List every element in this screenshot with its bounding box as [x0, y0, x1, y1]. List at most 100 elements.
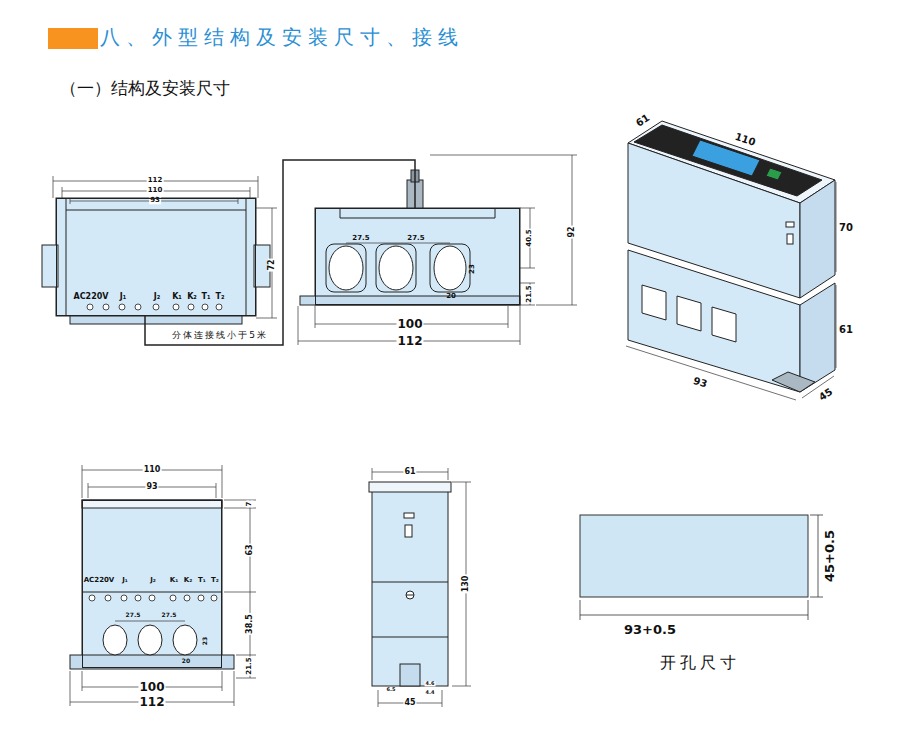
terminal-screw: [135, 304, 141, 310]
dimension-text: 6.5: [386, 687, 397, 692]
transformer-unit: [376, 244, 416, 292]
isometric-view: [786, 222, 794, 227]
section-heading: 八、外型结构及安装尺寸、接线: [100, 25, 464, 49]
dimension-line: [378, 690, 379, 707]
dimension-line: [836, 285, 837, 368]
terminal-screw: [89, 595, 217, 601]
terminal-label: T₁: [201, 293, 212, 301]
dimension-line: [520, 283, 535, 284]
main-unit-box: AC220VJ₁J₂K₁K₂T₁T₂: [56, 198, 256, 316]
unit-front-view: [70, 655, 234, 669]
dimension-line: [810, 515, 823, 516]
dimension-text: 27.5: [351, 235, 370, 242]
dimension-text: 27.5: [125, 612, 142, 618]
dimension-text: 45+0.5: [823, 529, 837, 583]
dimension-text: 93: [145, 483, 158, 491]
dimension-text: 93+0.5: [623, 623, 677, 637]
isometric-view: [772, 372, 815, 392]
unit-front-view: [82, 592, 222, 593]
dimension-text: 63: [246, 543, 254, 556]
dimension-line: [256, 318, 277, 319]
dimension-line: [580, 615, 808, 616]
dimension-line: [430, 155, 577, 156]
transformer-unit: [329, 246, 363, 290]
dimension-line: [224, 592, 256, 593]
transformer-unit: [300, 296, 520, 305]
transformer-unit: [315, 208, 520, 305]
dimension-line: [452, 482, 471, 483]
terminal-screw: [105, 595, 111, 601]
side-view: [406, 591, 414, 599]
isometric-view: [628, 250, 800, 392]
transformer-unit: [379, 246, 413, 290]
terminal-screw: [170, 595, 176, 601]
terminal-screw: [135, 595, 141, 601]
dimension-line: [626, 346, 796, 400]
main-unit-front: [42, 198, 270, 324]
dimension-line: [315, 306, 316, 328]
dimension-text: 45: [403, 699, 416, 707]
terminal-screw: [188, 304, 194, 310]
terminal-screw: [198, 595, 204, 601]
dimension-line: [115, 621, 150, 622]
dimension-line: [256, 208, 277, 209]
side-view: [369, 482, 451, 686]
isometric-view: [800, 180, 835, 298]
dimension-text: 38.5: [246, 613, 254, 635]
dimension-line: [346, 243, 396, 244]
dimension-text: 61: [633, 112, 652, 129]
dimension-text: 20: [445, 293, 457, 300]
subsection-heading: （一）结构及安装尺寸: [60, 78, 230, 98]
dimension-text: 100: [396, 318, 423, 331]
main-unit-front: [70, 316, 242, 324]
dimension-text: 27.5: [406, 235, 425, 242]
dimension-text: 23: [202, 636, 208, 646]
isometric-view: [787, 234, 793, 244]
dimension-line: [258, 176, 259, 198]
terminal-label: J₂: [153, 293, 161, 301]
dimension-line: [222, 671, 223, 691]
terminal-label: J₂: [149, 577, 157, 584]
dimension-text: 112: [138, 696, 165, 709]
dimension-line: [626, 182, 836, 400]
dimension-line: [222, 465, 223, 498]
terminal-screw: [87, 304, 93, 310]
dimension-line: [82, 465, 83, 498]
main-unit-front: [66, 198, 67, 316]
terminal-screw: [89, 595, 95, 601]
terminal-label: K₁: [171, 293, 183, 301]
terminal-label: T₂: [215, 293, 226, 301]
side-view: [406, 595, 414, 596]
dimension-text: 4.4: [425, 690, 436, 695]
panel-cutout: [580, 515, 808, 597]
isometric-view: [712, 307, 736, 342]
dimension-line: [298, 306, 299, 345]
dimension-text: 112: [396, 335, 423, 348]
dimension-text: 70: [838, 223, 854, 234]
dimension-line: [250, 500, 251, 678]
unit-front-view: [173, 625, 197, 655]
isometric-view: [642, 285, 666, 320]
dimension-line: [88, 483, 89, 498]
transformer-unit: [430, 244, 470, 292]
dimension-text: 61: [403, 468, 416, 476]
main-unit-front: [56, 198, 256, 316]
dimension-line: [372, 468, 471, 707]
terminal-screw: [184, 595, 190, 601]
terminal-label: AC220V: [73, 293, 110, 301]
transformer-unit: [434, 246, 466, 290]
terminal-label: AC220V: [83, 577, 116, 584]
heading-mark: [48, 28, 98, 49]
terminal-screw: [202, 304, 208, 310]
dimension-line: [372, 468, 373, 480]
terminal-screw: [153, 304, 159, 310]
terminal-screw: [173, 304, 179, 310]
dimension-line: [818, 515, 819, 597]
side-view: [404, 513, 414, 518]
dimension-text: 40.5: [526, 228, 533, 247]
dimension-line: [70, 671, 71, 706]
dimension-line: [224, 508, 256, 509]
terminal-label: K₂: [183, 577, 194, 584]
